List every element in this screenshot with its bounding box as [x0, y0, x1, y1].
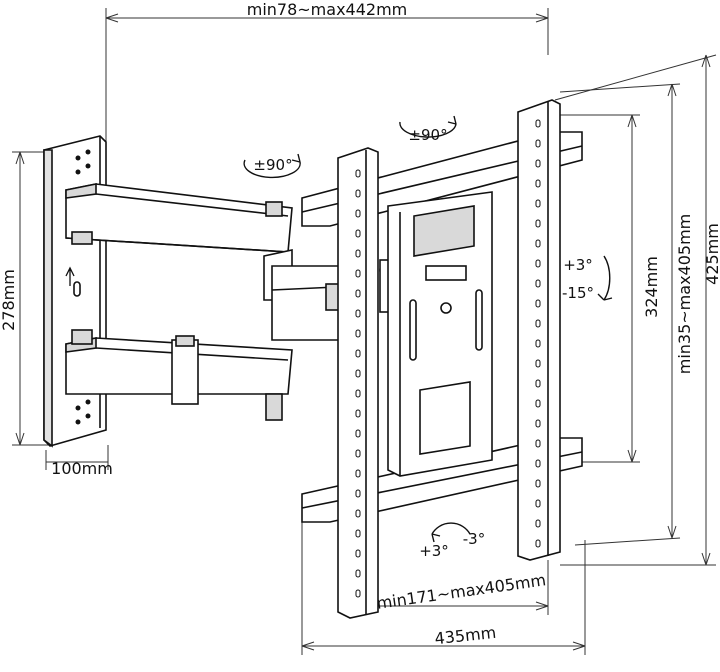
bracket-slot: [355, 169, 361, 178]
bracket-slot: [535, 199, 541, 208]
bracket-slot: [355, 489, 361, 498]
bracket-slot: [535, 379, 541, 388]
bracket-slot: [535, 539, 541, 548]
bracket-slot: [355, 269, 361, 278]
bracket-slot: [535, 499, 541, 508]
label-vesa-vertical-span: 324mm: [642, 256, 661, 318]
bracket-slot: [355, 549, 361, 558]
wall-plate: [43, 135, 107, 448]
bracket-slot: [535, 279, 541, 288]
bracket-slot: [535, 359, 541, 368]
bracket-slot: [535, 179, 541, 188]
bracket-slot: [355, 189, 361, 198]
bracket-slot: [535, 479, 541, 488]
lower-arm: [65, 329, 293, 421]
bracket-slot: [355, 449, 361, 458]
bracket-slot: [355, 209, 361, 218]
bracket-slot: [355, 309, 361, 318]
arm-swivel-icon: [243, 159, 301, 179]
label-tilt-down: -15°: [562, 284, 594, 302]
bracket-slot: [535, 119, 541, 128]
upper-arm: [65, 183, 293, 301]
label-vesa-vertical-range: min35~max405mm: [675, 214, 694, 375]
head-swivel-icon: [399, 121, 457, 138]
bracket-slot: [535, 139, 541, 148]
bracket-slot: [535, 299, 541, 308]
bracket-slot: [535, 459, 541, 468]
bracket-slot: [355, 409, 361, 418]
label-wall-plate-width: 100mm: [51, 459, 113, 478]
bracket-slot: [535, 519, 541, 528]
bracket-slot: [355, 429, 361, 438]
label-top-width: min78~max442mm: [247, 0, 408, 19]
bracket-slot: [355, 509, 361, 518]
bracket-slot: [535, 239, 541, 248]
label-wall-plate-height: 278mm: [0, 269, 18, 331]
rotate-icon: [431, 522, 471, 535]
bracket-slot: [355, 229, 361, 238]
bracket-slot: [355, 569, 361, 578]
rotation-labels: ±90° ±90° +3° -15° +3° -3°: [253, 126, 594, 560]
bracket-slot: [535, 439, 541, 448]
label-arm-swivel: ±90°: [253, 156, 292, 174]
bracket-slot: [355, 289, 361, 298]
bracket-slots: [355, 119, 541, 598]
bracket-slot: [535, 219, 541, 228]
label-bracket-height: 425mm: [703, 223, 720, 285]
rotation-arrows: [243, 115, 613, 543]
label-rotate-pos: +3°: [419, 542, 449, 560]
bracket-slot: [535, 259, 541, 268]
label-head-swivel: ±90°: [408, 126, 447, 144]
bracket-slot: [535, 399, 541, 408]
tv-bracket: [301, 99, 583, 619]
bracket-slot: [355, 369, 361, 378]
bracket-slot: [355, 389, 361, 398]
bracket-slot: [355, 469, 361, 478]
tilt-icon: [603, 255, 611, 301]
label-bracket-width: 435mm: [434, 623, 497, 648]
bracket-slot: [535, 319, 541, 328]
bracket-slot: [535, 339, 541, 348]
label-tilt-up: +3°: [563, 256, 593, 274]
bracket-slot: [355, 529, 361, 538]
bracket-slot: [535, 419, 541, 428]
bracket-slot: [355, 349, 361, 358]
bracket-slot: [355, 249, 361, 258]
label-rotate-neg: -3°: [463, 530, 485, 548]
bracket-slot: [355, 329, 361, 338]
bracket-slot: [355, 589, 361, 598]
bracket-slot: [535, 159, 541, 168]
